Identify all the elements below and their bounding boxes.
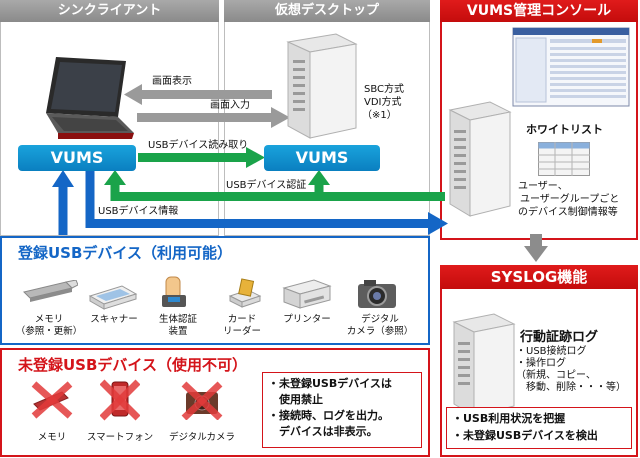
note-line: ・未登録USBデバイスは	[268, 377, 392, 390]
vums-box-client: VUMS	[18, 145, 136, 171]
usb-info-label: USBデバイス情報	[98, 206, 179, 217]
virtual-desktop-header: 仮想デスクトップ	[224, 0, 430, 22]
blocked-label-memory: メモリ	[37, 432, 67, 443]
usb-auth-label: USBデバイス認証	[226, 180, 307, 191]
vdi-note-line3: （※1）	[362, 110, 397, 121]
note-line: 使用禁止	[268, 393, 323, 406]
syslog-notes-box	[446, 407, 632, 449]
device-label-biometric: 生体認証 装置	[150, 314, 206, 338]
vums-console-header: VUMS管理コンソール	[440, 0, 638, 22]
vums-box-desktop: VUMS	[264, 145, 380, 171]
device-label-line1: 生体認証	[158, 314, 197, 325]
card-reader-icon	[228, 278, 262, 308]
usb-memory-icon	[23, 280, 78, 302]
note-line: ・接続時、ログを出力。	[268, 409, 389, 422]
device-label-line2: リーダー	[222, 326, 261, 337]
action-log-list: ・USB接続ログ ・操作ログ （新規、コピー、 移動、削除・・・等）	[516, 346, 626, 394]
blocked-memory-icon	[31, 381, 73, 419]
blocked-camera-icon	[181, 381, 223, 420]
registered-devices-title: 登録USBデバイス（利用可能）	[18, 244, 232, 262]
whitelist-line1: ユーザー、	[518, 181, 568, 192]
whitelist-table-icon	[538, 142, 590, 176]
action-log-line: ・操作ログ	[516, 358, 566, 369]
device-label-line2: （参照・更新）	[15, 326, 83, 337]
whitelist-line2: ユーザーグループごと	[520, 194, 620, 205]
syslog-header: SYSLOG機能	[440, 265, 638, 289]
note-line: デバイスは非表示。	[268, 425, 378, 438]
registered-devices-box	[0, 236, 430, 345]
device-label-scanner: スキャナー	[84, 314, 144, 326]
device-label-line1: プリンター	[283, 314, 331, 325]
digital-camera-icon	[358, 280, 396, 308]
device-label-printer: プリンター	[278, 314, 336, 326]
console-server-icon	[448, 101, 512, 217]
action-log-title: 行動証跡ログ	[520, 330, 599, 345]
screen-input-arrow	[137, 107, 290, 128]
device-label-line1: カード	[227, 314, 257, 325]
syslog-notes: ・USB利用状況を把握 ・未登録USBデバイスを検出	[452, 410, 598, 444]
thin-client-header: シンクライアント	[0, 0, 219, 22]
laptop-icon	[46, 57, 134, 139]
device-label-camera: デジタル カメラ（参照）	[340, 314, 420, 338]
blocked-label-camera: デジタルカメラ	[168, 432, 236, 443]
unregistered-devices-box	[0, 348, 430, 457]
whitelist-line3: のデバイス制御情報等	[518, 207, 618, 218]
syslog-note-line: ・未登録USBデバイスを検出	[452, 429, 598, 442]
usb-read-label: USBデバイス読み取り	[148, 140, 249, 151]
syslog-server-icon	[452, 313, 516, 417]
action-log-line: 移動、削除・・・等）	[516, 382, 626, 393]
device-label-line2: カメラ（参照）	[346, 326, 414, 337]
screen-display-arrow	[124, 84, 272, 105]
console-to-syslog-arrow	[524, 234, 548, 262]
screen-display-label: 画面表示	[152, 76, 192, 87]
device-label-line1: デジタル	[361, 314, 399, 325]
unregistered-notes: ・未登録USBデバイスは 使用禁止 ・接続時、ログを出力。 デバイスは非表示。	[268, 376, 392, 440]
usb-info-arrow	[85, 170, 448, 235]
unregistered-notes-box	[262, 372, 422, 448]
usb-auth-arrow	[104, 170, 445, 201]
biometric-device-icon	[162, 276, 186, 307]
blocked-smartphone-icon	[100, 379, 140, 421]
action-log-line: ・USB接続ログ	[516, 346, 587, 357]
scanner-icon	[88, 285, 138, 310]
vdi-note-line2: VDI方式	[364, 97, 402, 108]
printer-icon	[282, 279, 332, 309]
vdi-note-line1: SBC方式	[364, 84, 405, 95]
device-label-memory: メモリ （参照・更新）	[14, 314, 84, 338]
console-screen-icon	[512, 27, 630, 107]
registered-up-arrow	[52, 170, 74, 235]
device-label-line1: スキャナー	[90, 314, 138, 325]
vdi-server-icon	[286, 33, 358, 139]
blocked-label-smartphone: スマートフォン	[86, 432, 154, 443]
screen-input-label: 画面入力	[210, 100, 250, 111]
syslog-note-line: ・USB利用状況を把握	[452, 412, 566, 425]
whitelist-title: ホワイトリスト	[526, 123, 603, 136]
device-label-card-reader: カード リーダー	[214, 314, 270, 338]
device-label-line1: メモリ	[34, 314, 64, 325]
usb-read-arrow	[138, 147, 265, 168]
action-log-line: （新規、コピー、	[516, 370, 596, 381]
device-label-line2: 装置	[168, 326, 188, 337]
unregistered-devices-title: 未登録USBデバイス（使用不可）	[18, 356, 247, 374]
